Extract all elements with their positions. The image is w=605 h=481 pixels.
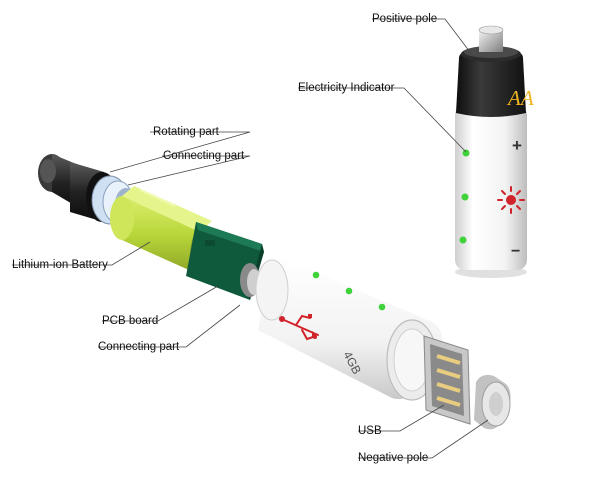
label-usb: USB [358,425,382,437]
label-lithium-battery: Lithium-ion Battery [12,259,108,271]
battery-body [455,105,527,270]
positive-pole-tip [479,30,503,52]
negative-pole-cap [474,374,511,430]
indicator-led [378,303,386,311]
plus-sign: + [512,136,522,155]
indicator-led [461,193,469,201]
minus-sign: − [511,243,520,260]
brand-mark: AA [506,86,534,110]
label-connecting-part-top: Connecting part [163,150,245,162]
usb-connector [423,335,471,425]
indicator-led [345,287,353,295]
label-connecting-part-bottom: Connecting part [98,341,180,353]
label-pcb-board: PCB board [102,315,159,327]
sun-icon [497,186,525,214]
indicator-led [462,149,470,157]
indicator-led [459,236,467,244]
label-negative-pole: Negative pole [358,452,429,464]
leader-lines [12,18,489,459]
battery-black-cap [456,47,526,117]
label-electricity-indicator: Electricity Indicator [298,82,395,94]
indicator-led [312,271,320,279]
upright-battery: AA + − [455,25,534,278]
usb-icon [279,314,319,341]
usb-tube: 4GB [255,258,442,401]
label-rotating-part: Rotating part [153,126,219,138]
label-positive-pole: Positive pole [372,13,438,25]
lithium-battery-cell [110,186,212,275]
